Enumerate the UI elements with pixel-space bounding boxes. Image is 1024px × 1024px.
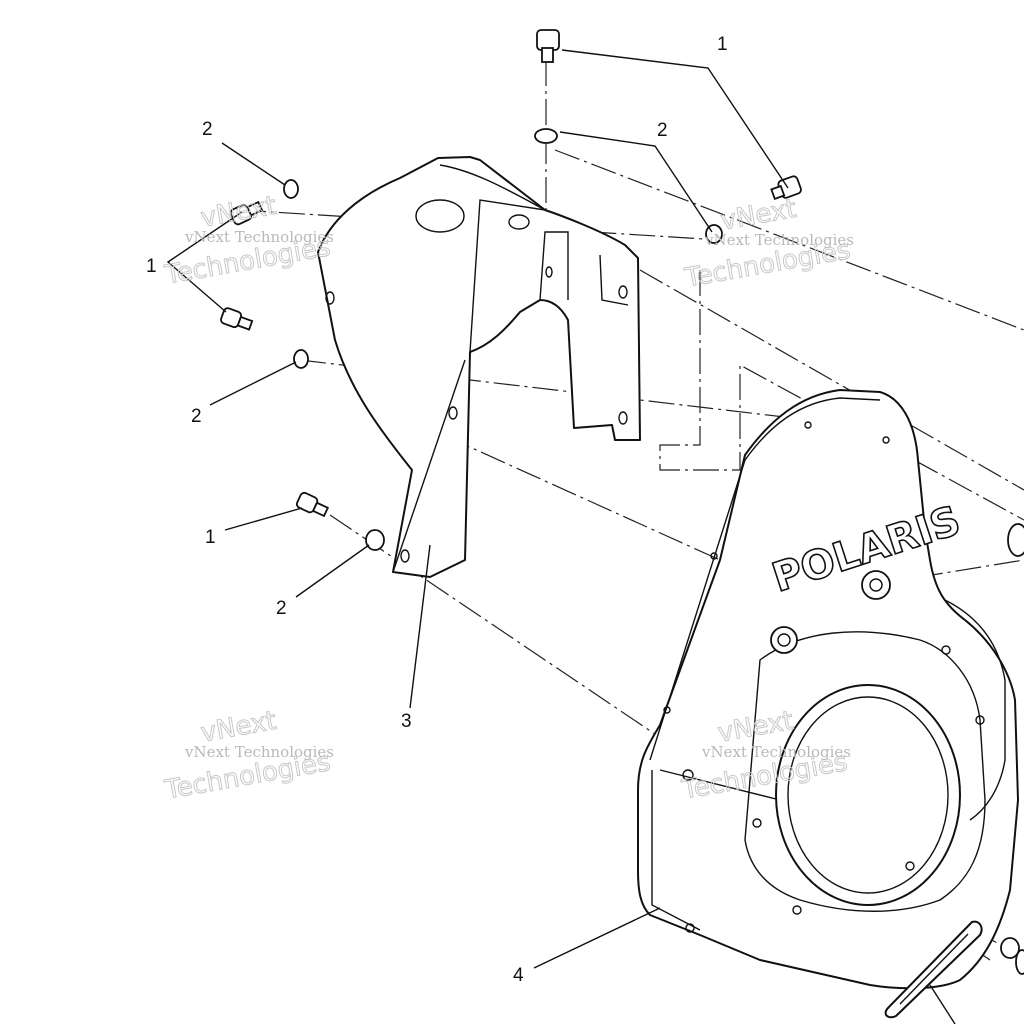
fan-shroud	[317, 156, 641, 578]
watermark-top-right: vNext Technologies vNext Technologies	[681, 193, 854, 294]
callout-2-left-top: 2	[202, 119, 213, 140]
bracket-icon	[884, 920, 983, 1019]
callout-1-lower: 1	[205, 527, 216, 548]
callout-1-top: 1	[717, 34, 728, 55]
bolt-icon	[1015, 949, 1024, 975]
washer-icon	[293, 349, 309, 369]
washer-icon	[1000, 937, 1020, 959]
leader-lines	[166, 49, 956, 1024]
watermark-text: vNext Technologies	[184, 743, 334, 761]
callout-2-lower: 2	[276, 598, 287, 619]
washer-icon	[283, 179, 299, 199]
blower-housing: POLARIS	[637, 389, 1019, 990]
watermark-text: vNext Technologies	[704, 231, 854, 249]
bolt-icon	[220, 307, 254, 331]
callout-2-left-mid: 2	[191, 406, 202, 427]
watermark-bottom-left: vNext Technologies vNext Technologies	[161, 705, 334, 806]
washer-icon	[1007, 523, 1024, 557]
hardware	[220, 29, 1024, 1019]
washer-icon	[534, 128, 558, 144]
washer-icon	[365, 529, 385, 551]
watermark-text: vNext Technologies	[184, 228, 334, 246]
callout-1-left: 1	[146, 256, 157, 277]
bolt-icon	[536, 29, 560, 63]
watermark-text: vNext Technologies	[701, 743, 851, 761]
callouts: 1 2 2 1 2 1 2 3 4	[146, 34, 728, 986]
callout-4: 4	[513, 965, 524, 986]
bolt-icon	[295, 491, 330, 518]
callout-3: 3	[401, 711, 412, 732]
watermark-top-left: vNext Technologies vNext Technologies	[161, 190, 334, 291]
callout-2-top: 2	[657, 120, 668, 141]
